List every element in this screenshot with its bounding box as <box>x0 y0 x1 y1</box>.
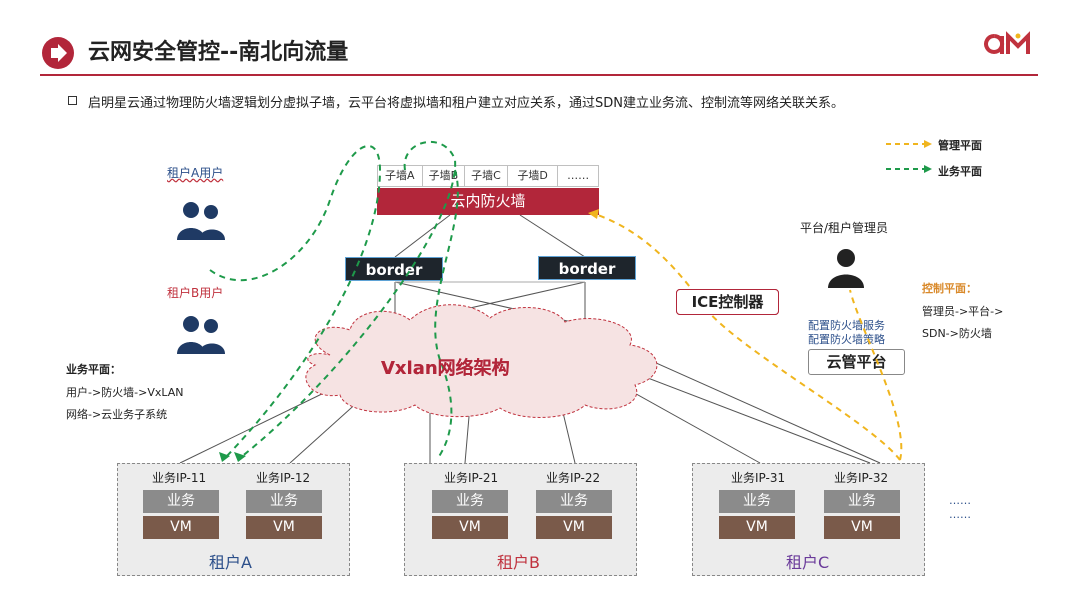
tenant-a-user-label: 租户A用户 <box>167 166 224 180</box>
admin-config-1: 配置防火墙服务 <box>808 319 885 332</box>
arrow-right-icon <box>51 44 67 62</box>
vm-box: VM <box>143 516 219 539</box>
vm-box: VM <box>246 516 322 539</box>
border-left: border <box>345 257 443 281</box>
vm-box: VM <box>536 516 612 539</box>
service-box: 业务 <box>719 490 795 513</box>
title-arrow-icon <box>42 37 74 69</box>
host-ip: 业务IP-12 <box>256 471 311 485</box>
host-ip: 业务IP-11 <box>152 471 207 485</box>
tenant-b-name: 租户B <box>497 553 540 572</box>
more-tenants-dots: …… <box>949 508 971 521</box>
tenant-b-user-label: 租户B用户 <box>167 286 224 300</box>
subwall-more: …… <box>557 165 599 187</box>
more-tenants-dots: …… <box>949 494 971 507</box>
bullet-square-icon <box>68 96 77 105</box>
subwall-c: 子墙C <box>464 165 507 187</box>
subwall-b: 子墙B <box>421 165 465 187</box>
description-text: 启明星云通过物理防火墙逻辑划分虚拟子墙，云平台将虚拟墙和租户建立对应关系，通过S… <box>88 96 844 111</box>
cloud-firewall: 云内防火墙 <box>377 188 599 215</box>
subwall-row: 子墙A 子墙B 子墙C 子墙D …… <box>377 165 599 187</box>
service-box: 业务 <box>246 490 322 513</box>
service-plane-line2: 网络->云业务子系统 <box>66 408 168 421</box>
admin-label: 平台/租户管理员 <box>800 221 889 235</box>
brand-logo <box>980 28 1038 66</box>
legend-service: 业务平面 <box>938 165 982 178</box>
subwall-a: 子墙A <box>377 165 422 187</box>
service-plane-title: 业务平面： <box>66 363 121 376</box>
ice-controller-overlay: ICE控制器 <box>676 289 779 315</box>
control-plane-title: 控制平面： <box>922 282 977 295</box>
control-plane-line2: SDN->防火墙 <box>922 327 992 340</box>
vm-box: VM <box>719 516 795 539</box>
service-plane-line1: 用户->防火墙->VxLAN <box>66 386 184 399</box>
tenant-a-users-icon <box>177 202 225 240</box>
vxlan-label: Vxlan网络架构 <box>381 358 510 379</box>
host-ip: 业务IP-32 <box>834 471 889 485</box>
legend-lines <box>886 140 932 173</box>
service-box: 业务 <box>536 490 612 513</box>
tenant-b-users-icon <box>177 316 225 354</box>
service-box: 业务 <box>824 490 900 513</box>
page-title: 云网安全管控--南北向流量 <box>88 40 349 65</box>
service-box: 业务 <box>143 490 219 513</box>
service-box: 业务 <box>432 490 508 513</box>
host-ip: 业务IP-21 <box>444 471 499 485</box>
vm-box: VM <box>824 516 900 539</box>
vxlan-label-overlay: Vxlan网络架构 <box>381 358 510 379</box>
host-ip: 业务IP-22 <box>546 471 601 485</box>
tenant-a-name: 租户A <box>209 553 252 572</box>
title-divider <box>40 74 1038 76</box>
legend-mgmt: 管理平面 <box>938 139 982 152</box>
admin-user-icon <box>828 249 864 288</box>
border-right: border <box>538 256 636 280</box>
control-plane-line1: 管理员->平台-> <box>922 305 1004 318</box>
tenant-c-name: 租户C <box>786 553 830 572</box>
am-logo-icon <box>984 31 1030 54</box>
host-ip: 业务IP-31 <box>731 471 786 485</box>
vm-box: VM <box>432 516 508 539</box>
cloud-mgmt-platform: 云管平台 <box>808 349 905 375</box>
admin-config-2: 配置防火墙策略 <box>808 333 885 346</box>
subwall-d: 子墙D <box>506 165 558 187</box>
